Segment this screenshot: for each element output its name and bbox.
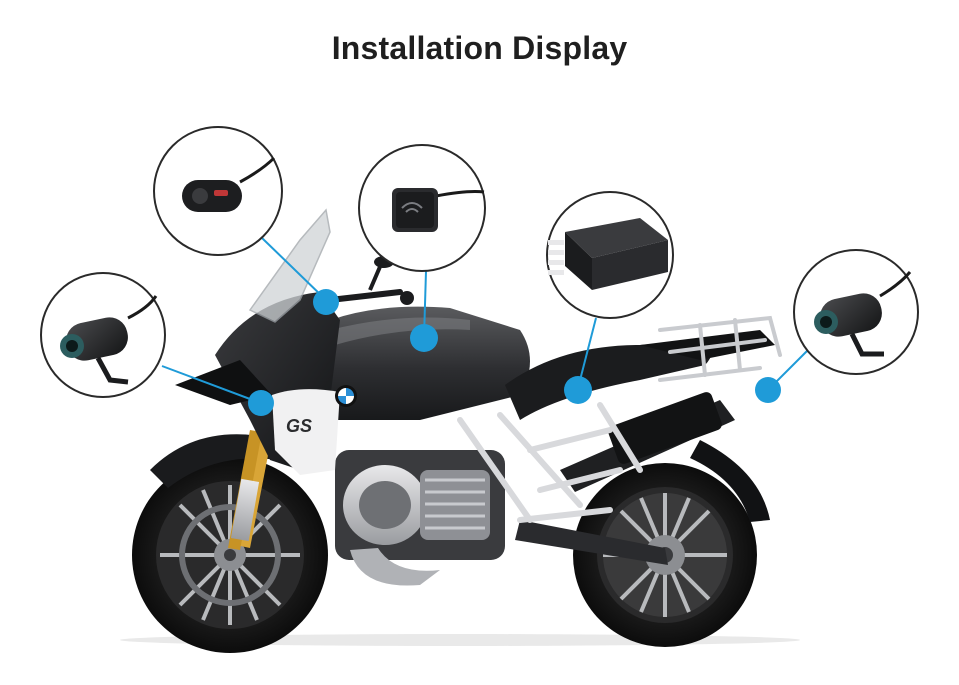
callout-wifi-module (358, 144, 486, 272)
front-fairing: GS (175, 292, 340, 475)
callout-remote-control (153, 126, 283, 256)
swingarm (515, 392, 735, 565)
rear-mudguard (690, 440, 770, 522)
engine (335, 450, 505, 586)
dvr-box-icon (548, 218, 668, 290)
callout-dot-rear-camera (755, 377, 781, 403)
callout-dot-wifi (410, 324, 438, 352)
bullet-camera-icon (814, 271, 912, 357)
callout-dot-dvr (564, 376, 592, 404)
handlebar (327, 256, 414, 305)
callout-rear-camera (793, 249, 919, 375)
gs-badge: GS (286, 416, 312, 436)
front-wheel (132, 457, 328, 653)
remote-button-icon (182, 156, 276, 212)
page-title: Installation Display (331, 30, 628, 66)
wifi-module-icon (392, 188, 485, 232)
bullet-camera-icon (60, 295, 158, 385)
callout-dots (248, 289, 781, 416)
callout-front-camera (40, 272, 166, 398)
callout-dvr-host (546, 191, 674, 319)
callout-dot-front-camera (248, 390, 274, 416)
callout-dot-remote (313, 289, 339, 315)
luggage-rack (658, 315, 782, 382)
bmw-logo (335, 385, 357, 407)
frame-tubes (457, 402, 643, 523)
